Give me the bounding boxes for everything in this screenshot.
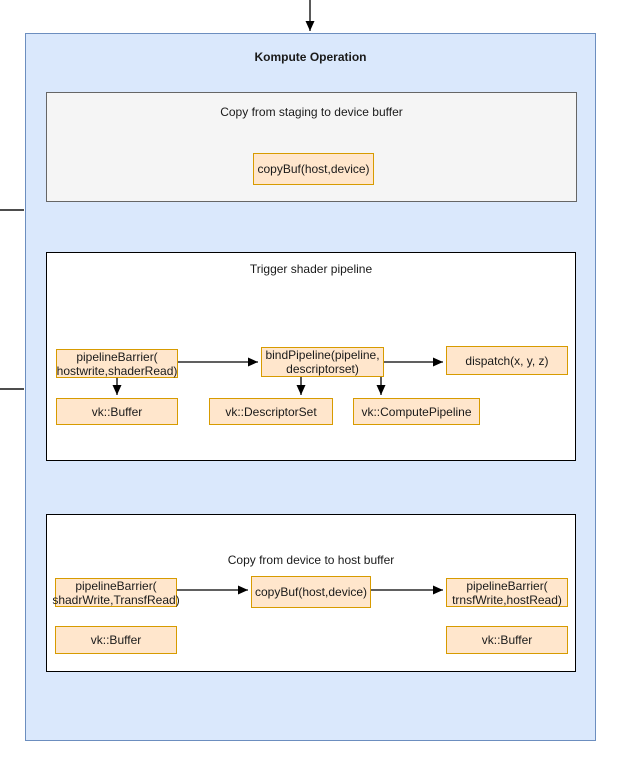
- node-label: vk::DescriptorSet: [225, 404, 317, 419]
- node-dispatch: dispatch(x, y, z): [446, 346, 568, 375]
- stage3-title: Copy from device to host buffer: [227, 553, 395, 567]
- node-pipeline-barrier-trnsfwrite: pipelineBarrier( trnsfWrite,hostRead): [446, 578, 568, 607]
- left-edge-line-bottom: [0, 388, 24, 390]
- node-label-line1: pipelineBarrier(: [75, 578, 157, 593]
- node-label: copyBuf(host,device): [254, 585, 368, 599]
- node-label-line2: hostwrite,shaderRead): [56, 363, 178, 378]
- node-vk-buffer-left: vk::Buffer: [55, 626, 177, 654]
- node-label: vk::ComputePipeline: [361, 404, 472, 419]
- node-label: copyBuf(host,device): [257, 162, 370, 176]
- node-vk-buffer-right: vk::Buffer: [446, 626, 568, 654]
- container-title: Kompute Operation: [254, 50, 367, 64]
- node-vk-descriptorset: vk::DescriptorSet: [209, 398, 333, 425]
- node-label-line2: descriptorset): [286, 362, 359, 376]
- node-label-line1: pipelineBarrier(: [466, 578, 548, 593]
- left-edge-line-top: [0, 209, 24, 211]
- node-vk-buffer: vk::Buffer: [56, 398, 178, 425]
- node-label: dispatch(x, y, z): [465, 353, 549, 368]
- node-label: vk::Buffer: [91, 404, 143, 419]
- node-vk-computepipeline: vk::ComputePipeline: [353, 398, 480, 425]
- stage1-title: Copy from staging to device buffer: [220, 105, 403, 119]
- node-label: vk::Buffer: [90, 633, 142, 647]
- node-label-line1: pipelineBarrier(: [76, 349, 158, 364]
- node-copybuf-staging: copyBuf(host,device): [253, 153, 374, 185]
- node-label-line2: trnsfWrite,hostRead): [452, 592, 562, 607]
- node-copybuf-device: copyBuf(host,device): [251, 576, 371, 608]
- node-label: vk::Buffer: [481, 633, 533, 647]
- node-pipeline-barrier-shadrwrite: pipelineBarrier( shadrWrite,TransfRead): [52, 578, 180, 607]
- node-label-line2: shadrWrite,TransfRead): [52, 592, 180, 607]
- node-pipeline-barrier-hostwrite: pipelineBarrier( hostwrite,shaderRead): [56, 349, 178, 378]
- node-label-line1: bindPipeline(pipeline,: [265, 348, 380, 362]
- node-bind-pipeline: bindPipeline(pipeline, descriptorset): [261, 347, 384, 377]
- stage2-title: Trigger shader pipeline: [249, 262, 373, 276]
